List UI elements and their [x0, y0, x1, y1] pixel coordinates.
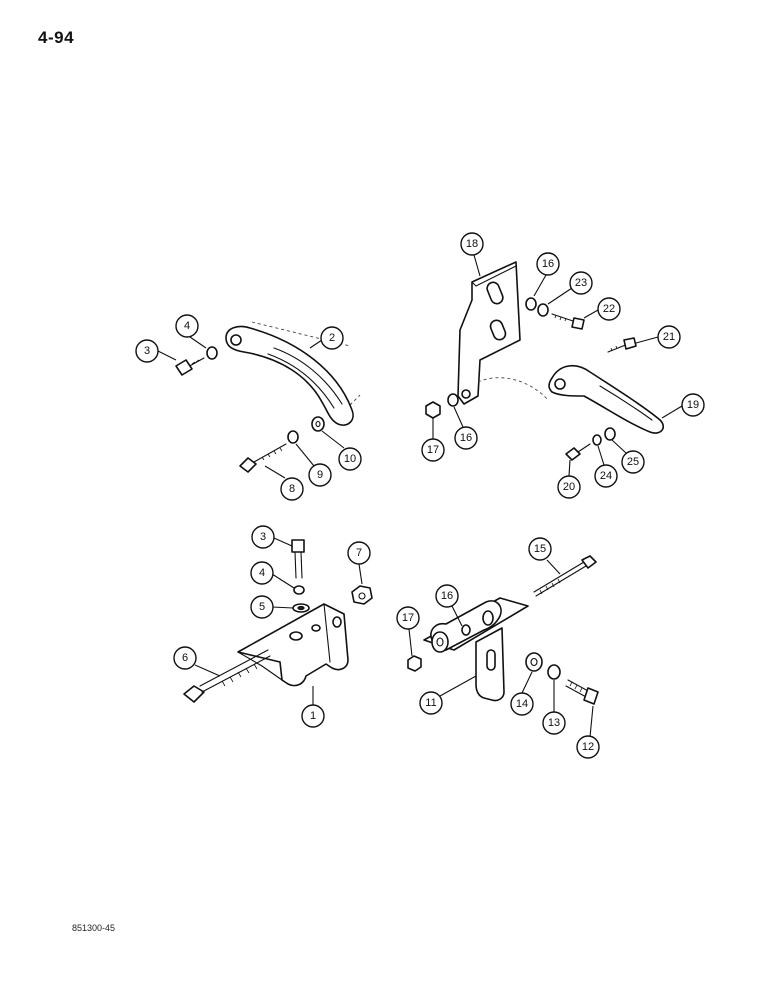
bolt-21: [607, 337, 637, 353]
tube-bracket-assembly: [407, 555, 599, 705]
plate-and-brace-assembly: [425, 261, 665, 461]
curved-brace-assembly: [175, 321, 361, 473]
callout-10: 10: [344, 453, 356, 465]
washer-16-mid: [447, 393, 459, 407]
plate-slot-lower: [489, 319, 507, 341]
nut-7: [351, 585, 373, 605]
alignment-line: [349, 394, 361, 406]
tube-hole: [461, 624, 471, 636]
curved-slotted-brace: [225, 325, 354, 426]
callout-4-upper: 4: [184, 320, 190, 332]
callout-13: 13: [548, 717, 560, 729]
callout-21: 21: [663, 331, 675, 343]
callout-4-lower: 4: [259, 567, 265, 579]
bolt-8: [239, 443, 287, 473]
washer-25: [604, 427, 616, 441]
lockwasher-9: [287, 430, 299, 444]
washer-10: [311, 416, 325, 432]
lockwasher-4-upper: [206, 346, 218, 360]
brace-hole: [230, 334, 242, 346]
page-number: 4-94: [38, 28, 75, 47]
lockwasher-13: [547, 664, 561, 680]
bracket-top-hole: [289, 631, 303, 641]
bolt-6: [183, 649, 271, 703]
callout-2: 2: [329, 332, 335, 344]
callouts: 1 2 3 3 4 4 5: [135, 232, 705, 759]
bolt-20: [565, 443, 591, 461]
brace-slot-edge: [273, 347, 343, 405]
callout-16-upper: 16: [542, 258, 554, 270]
callout-16-lower: 16: [441, 590, 453, 602]
bolt-12: [565, 679, 599, 705]
callout-9: 9: [317, 469, 323, 481]
callout-3-upper: 3: [144, 345, 150, 357]
callout-3-lower: 3: [260, 531, 266, 543]
callout-18: 18: [466, 238, 478, 250]
callout-16-mid: 16: [460, 432, 472, 444]
callout-20: 20: [563, 481, 575, 493]
callout-24: 24: [600, 470, 612, 482]
plate-hole: [461, 389, 471, 399]
lockwasher-4-lower: [293, 585, 305, 595]
bolt-15: [533, 555, 597, 597]
callout-17-upper: 17: [427, 444, 439, 456]
washer-14: [525, 652, 543, 672]
leg-slot: [486, 649, 496, 671]
brace-slot: [267, 353, 335, 409]
callout-22: 22: [603, 303, 615, 315]
figure-code: 851300-45: [72, 923, 116, 933]
bolt-3-upper: [175, 357, 205, 376]
lockwasher-23: [537, 303, 549, 317]
curved-slotted-brace-19: [548, 365, 665, 434]
bolt-22: [551, 313, 585, 330]
callout-19: 19: [687, 399, 699, 411]
callout-12: 12: [582, 741, 594, 753]
callout-15: 15: [534, 543, 546, 555]
callout-6: 6: [182, 652, 188, 664]
plate-slot-upper: [486, 281, 504, 305]
callout-25: 25: [627, 456, 639, 468]
callout-7: 7: [356, 547, 362, 559]
callout-17-lower: 17: [402, 612, 414, 624]
bolt-3-lower: [291, 539, 305, 579]
bracket-side-hole: [332, 616, 342, 628]
callout-8: 8: [289, 483, 295, 495]
callout-5: 5: [259, 601, 265, 613]
callout-1: 1: [310, 710, 316, 722]
nut-17-upper: [425, 401, 441, 419]
brace-hole: [554, 378, 566, 390]
nut-17-lower: [407, 655, 422, 672]
callout-11: 11: [425, 697, 436, 709]
tube-hole: [482, 610, 494, 626]
tube-end: [431, 631, 449, 653]
mounting-plate-18: [457, 261, 521, 405]
callout-23: 23: [575, 277, 587, 289]
u-bracket-1: [237, 603, 349, 687]
alignment-line: [477, 377, 549, 401]
washer-16-upper: [525, 297, 537, 311]
lockwasher-24: [592, 434, 602, 446]
u-bracket-assembly: [183, 539, 373, 703]
callout-14: 14: [516, 698, 528, 710]
